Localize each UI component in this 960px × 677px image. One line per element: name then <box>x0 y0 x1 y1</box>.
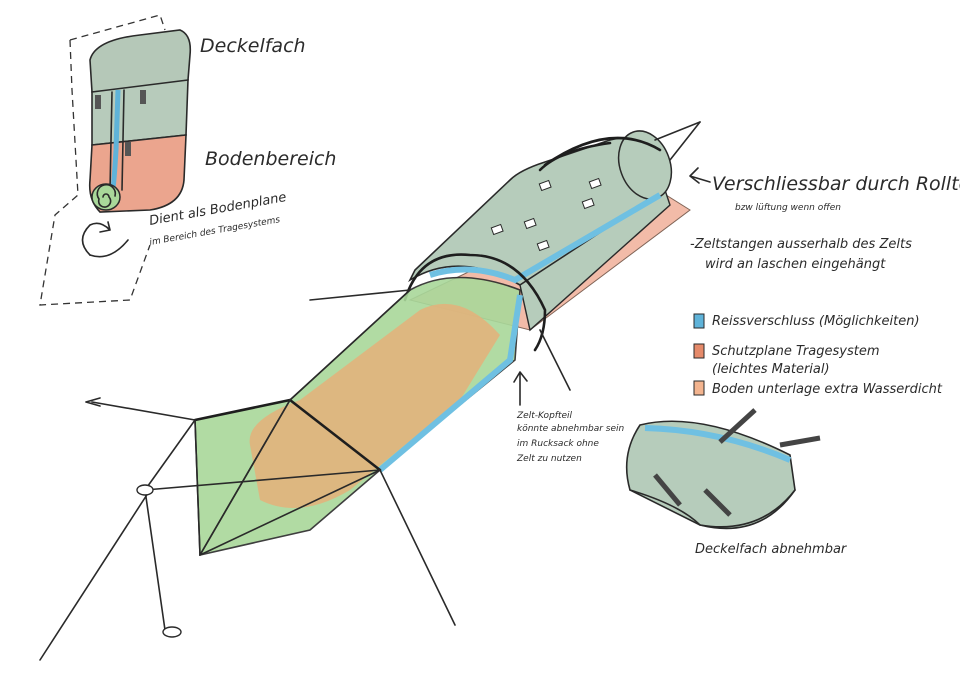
lid-zipper <box>644 425 792 463</box>
dashed-outline-side <box>39 39 151 306</box>
label-abnehmbar: Deckelfach abnehmbar <box>695 542 848 557</box>
legend-swatch-floor <box>693 380 705 396</box>
guy-line <box>379 469 456 626</box>
label-rolltop-2: bzw lüftung wenn offen <box>735 203 841 213</box>
label-kopfteil-3: im Rucksack ohne <box>517 439 599 449</box>
legend-text-2: (leichtes Material) <box>712 362 830 377</box>
arrow-icon <box>689 167 711 184</box>
strap-buckle <box>125 142 131 156</box>
strap-buckle <box>140 90 146 104</box>
guy-line <box>91 401 196 421</box>
label-stangen-1: -Zeltstangen ausserhalb des Zelts <box>690 237 912 252</box>
label-stangen-2: wird an laschen eingehängt <box>705 257 886 272</box>
legend-text-1: Schutzplane Tragesystem <box>712 344 880 359</box>
tent-floor <box>249 303 500 508</box>
backpack-body <box>91 79 189 146</box>
label-rolltop-1: Verschliessbar durch Rolltop <box>712 173 960 195</box>
trekking-pole <box>144 489 166 631</box>
label-bodenbereich: Bodenbereich <box>205 148 336 170</box>
legend-text-0: Reissverschluss (Möglichkeiten) <box>712 314 920 329</box>
label-kopfteil-1: Zelt-Kopfteil <box>516 411 573 421</box>
legend-swatch-cover <box>693 343 705 359</box>
curved-arrow-icon <box>81 221 111 256</box>
backpack-drawing <box>39 14 192 306</box>
head-zipper <box>378 294 523 473</box>
tent-drawing <box>39 121 701 661</box>
tent-hoop <box>403 253 547 352</box>
strap-buckle <box>95 95 101 109</box>
label-kopfteil-4: Zelt zu nutzen <box>516 454 582 464</box>
rolled-mat <box>91 183 121 211</box>
arrow-icon <box>513 371 528 406</box>
tunnel-zipper <box>429 192 662 284</box>
legend-text-3: Boden unterlage extra Wasserdicht <box>712 382 943 397</box>
guy-line <box>654 121 701 141</box>
detached-lid-drawing <box>625 408 821 530</box>
legend-swatch-zipper <box>693 313 705 329</box>
label-kopfteil-2: könnte abnehmbar sein <box>517 424 625 434</box>
label-deckelfach: Deckelfach <box>200 35 306 57</box>
